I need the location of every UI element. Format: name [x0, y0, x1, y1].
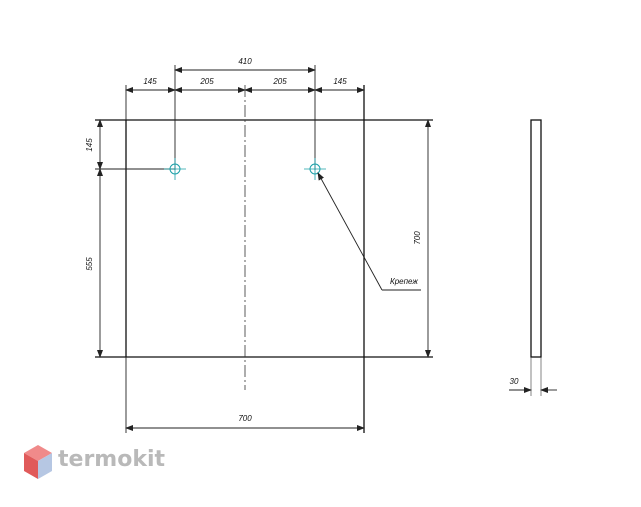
dim-text-205-right: 205	[272, 77, 287, 86]
dim-text-555: 555	[85, 257, 94, 271]
dim-text-30: 30	[510, 377, 519, 386]
top-dimension-chain: 410 145 205 205 145	[125, 57, 365, 170]
right-dimension: 700	[413, 119, 431, 358]
mount-point-right	[304, 158, 326, 180]
dim-text-205-left: 205	[199, 77, 214, 86]
side-profile	[530, 119, 542, 358]
termokit-logo: termokit	[22, 441, 197, 485]
dim-text-410: 410	[238, 57, 252, 66]
dim-text-145-left: 145	[143, 77, 157, 86]
cube-left-face	[24, 453, 38, 479]
left-dimension-chain: 145 555	[85, 119, 175, 358]
dim-text-145-right: 145	[333, 77, 347, 86]
panel-side-view: 30	[509, 119, 557, 396]
mount-label: Крепеж	[390, 277, 418, 286]
dim-text-700-horizontal: 700	[238, 414, 252, 423]
dim-text-700-vertical: 700	[413, 231, 422, 245]
panel-front-view	[95, 85, 433, 433]
cube-right-face	[38, 453, 52, 479]
mount-point-left	[164, 158, 186, 180]
leader-line	[317, 172, 383, 291]
termokit-cube-icon	[24, 445, 52, 479]
bottom-dimension: 700	[125, 414, 365, 431]
logo-text: termokit	[58, 447, 166, 472]
mount-leader: Крепеж	[317, 172, 421, 291]
dim-text-145-vertical: 145	[85, 138, 94, 152]
